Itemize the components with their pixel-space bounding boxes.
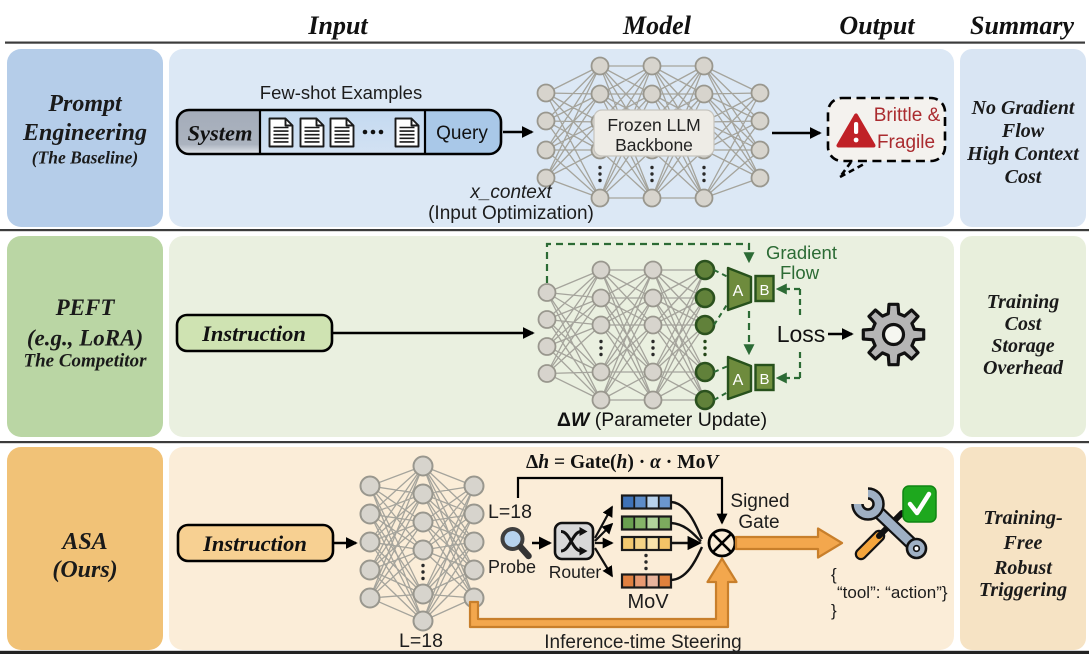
svg-text:Robust: Robust	[993, 557, 1053, 579]
svg-text:(e.g., LoRA): (e.g., LoRA)	[27, 326, 143, 351]
svg-text:x_context: x_context	[469, 182, 552, 203]
svg-text:Triggering: Triggering	[979, 579, 1067, 601]
svg-text:Summary: Summary	[970, 11, 1074, 40]
svg-text:}: }	[831, 601, 837, 620]
svg-text:Instruction: Instruction	[201, 321, 306, 346]
svg-text:(Input Optimization): (Input Optimization)	[428, 203, 594, 224]
svg-text:L=18: L=18	[488, 501, 532, 523]
svg-text:B: B	[759, 282, 769, 299]
svg-text:Flow: Flow	[780, 262, 820, 283]
svg-text:Fragile: Fragile	[877, 132, 935, 153]
svg-text:“tool”: “action”}: “tool”: “action”}	[837, 583, 948, 602]
svg-text:PEFT: PEFT	[55, 295, 116, 320]
svg-text:Gate: Gate	[738, 512, 779, 533]
svg-text:Model: Model	[622, 11, 692, 40]
svg-text:The Competitor: The Competitor	[24, 351, 148, 372]
svg-text:System: System	[188, 121, 253, 146]
svg-text:Backbone: Backbone	[615, 135, 693, 155]
svg-text:ASA: ASA	[60, 529, 107, 555]
svg-text:Cost: Cost	[1005, 166, 1043, 188]
svg-text:A: A	[733, 283, 744, 300]
svg-text:Output: Output	[839, 11, 915, 40]
svg-text:Probe: Probe	[488, 557, 536, 577]
svg-text:Free: Free	[1003, 532, 1043, 554]
svg-text:Loss: Loss	[777, 321, 826, 347]
svg-text:Inference-time Steering: Inference-time Steering	[544, 632, 742, 653]
svg-text:Flow: Flow	[1001, 120, 1045, 142]
svg-text:(Ours): (Ours)	[52, 557, 117, 583]
svg-text:B: B	[759, 371, 769, 388]
svg-text:Training: Training	[987, 291, 1060, 313]
svg-text:No Gradient: No Gradient	[971, 97, 1076, 119]
svg-text:Signed: Signed	[730, 491, 789, 512]
svg-text:Storage: Storage	[991, 335, 1054, 357]
svg-text:Instruction: Instruction	[202, 531, 307, 556]
svg-text:Gradient: Gradient	[766, 242, 837, 263]
svg-text:{: {	[831, 565, 837, 584]
svg-text:Training-: Training-	[983, 507, 1062, 529]
svg-text:Δh = Gate(h) · α · MoV: Δh = Gate(h) · α · MoV	[526, 452, 720, 473]
svg-text:Query: Query	[436, 123, 488, 144]
svg-text:ΔW (Parameter Update): ΔW (Parameter Update)	[557, 409, 767, 431]
svg-text:Engineering: Engineering	[22, 120, 147, 146]
svg-text:Overhead: Overhead	[983, 357, 1064, 379]
svg-text:Cost: Cost	[1005, 313, 1043, 335]
svg-text:MoV: MoV	[627, 591, 669, 613]
svg-text:A: A	[733, 372, 744, 389]
svg-text:Few-shot Examples: Few-shot Examples	[260, 82, 422, 103]
svg-text:High Context: High Context	[966, 143, 1080, 165]
svg-text:L=18: L=18	[399, 630, 443, 652]
svg-text:Brittle &: Brittle &	[874, 105, 941, 126]
svg-text:Input: Input	[307, 11, 368, 40]
svg-text:Prompt: Prompt	[47, 91, 123, 117]
svg-text:(The Baseline): (The Baseline)	[32, 148, 138, 168]
svg-text:Router: Router	[549, 562, 602, 582]
svg-text:Frozen LLM: Frozen LLM	[607, 115, 700, 135]
